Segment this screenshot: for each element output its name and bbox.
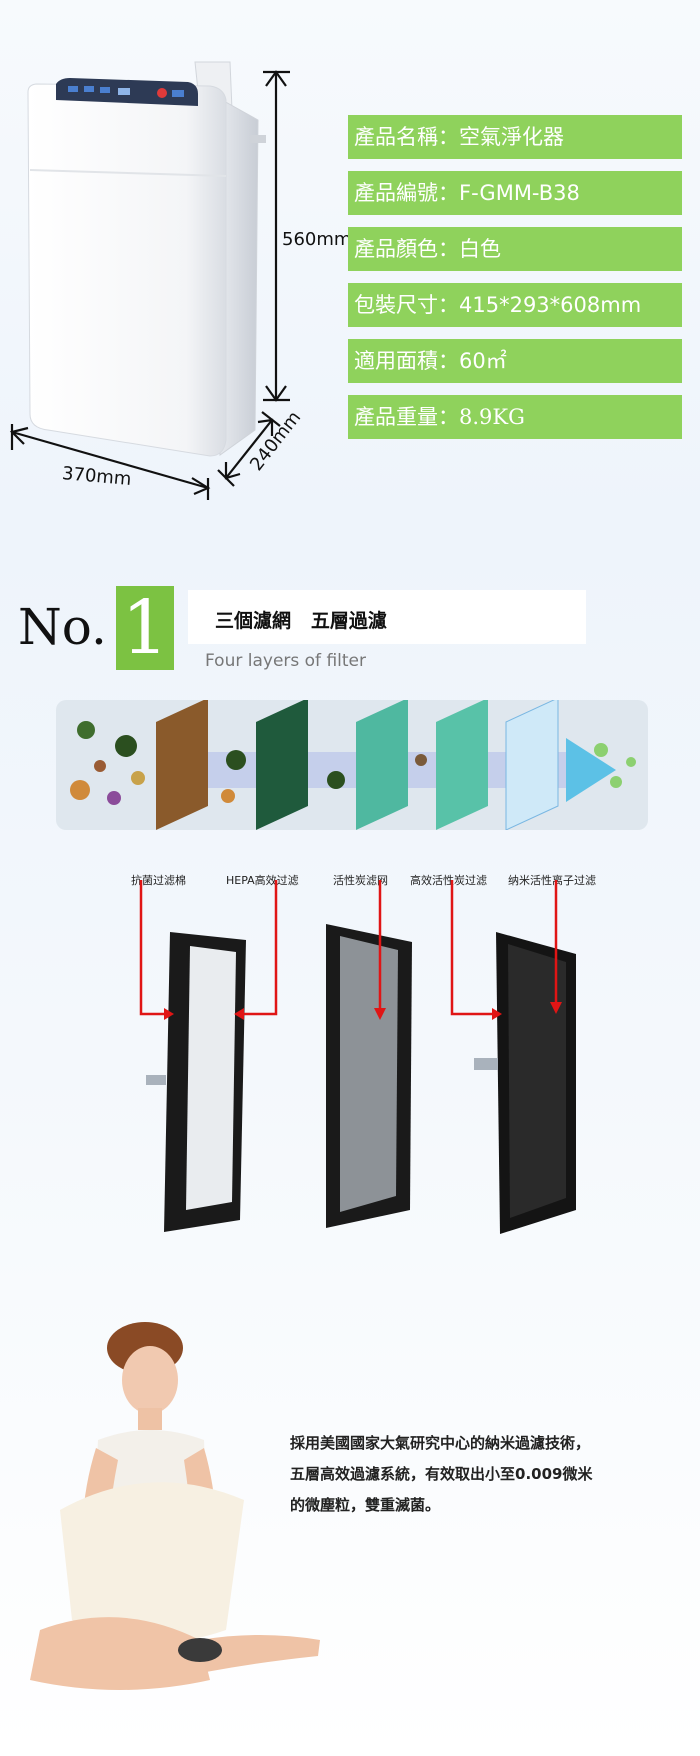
air-purifier-image: [27, 61, 266, 457]
spec-name: 產品名稱：空氣淨化器: [348, 115, 682, 159]
layer-label-hepa: HEPA高效过滤: [226, 874, 299, 887]
section-number-prefix: No.: [18, 598, 107, 656]
spec-weight: 產品重量：8.9KG: [348, 395, 682, 439]
layer-label-nano-ion: 纳米活性离子过滤: [508, 874, 596, 887]
description-text: 採用美國國家大氣研究中心的納米過濾技術， 五層高效過濾系統，有效取出小至0.00…: [290, 1428, 690, 1521]
description-line-2: 五層高效過濾系統，有效取出小至0.009微米: [290, 1465, 593, 1483]
section-title: 三個濾網 五層過濾: [215, 610, 387, 632]
spec-color: 產品顏色：白色: [348, 227, 682, 271]
layer-label-antibacterial: 抗菌过滤棉: [131, 874, 186, 887]
spec-model: 產品編號：F-GMM-B38: [348, 171, 682, 215]
filter-layers-diagram: [70, 700, 636, 830]
height-label: 560mm: [282, 229, 352, 250]
description-line-1: 採用美國國家大氣研究中心的納米過濾技術，: [290, 1434, 591, 1452]
layer-label-activated-carbon: 活性炭滤网: [333, 874, 388, 887]
woman-with-pillow-image: [30, 1322, 320, 1690]
layer-label-high-efficiency-carbon: 高效活性炭过滤: [410, 874, 487, 887]
dimension-arrows: [9, 70, 290, 500]
section-subtitle: Four layers of filter: [205, 651, 366, 671]
spec-coverage-area: 適用面積：60㎡: [348, 339, 682, 383]
section-title-box: [188, 590, 586, 644]
filter-photos: [139, 880, 576, 1234]
section-number-badge: 1: [116, 586, 174, 670]
spec-package-size: 包裝尺寸：415*293*608mm: [348, 283, 682, 327]
description-line-3: 的微塵粒，雙重滅菌。: [290, 1496, 441, 1514]
